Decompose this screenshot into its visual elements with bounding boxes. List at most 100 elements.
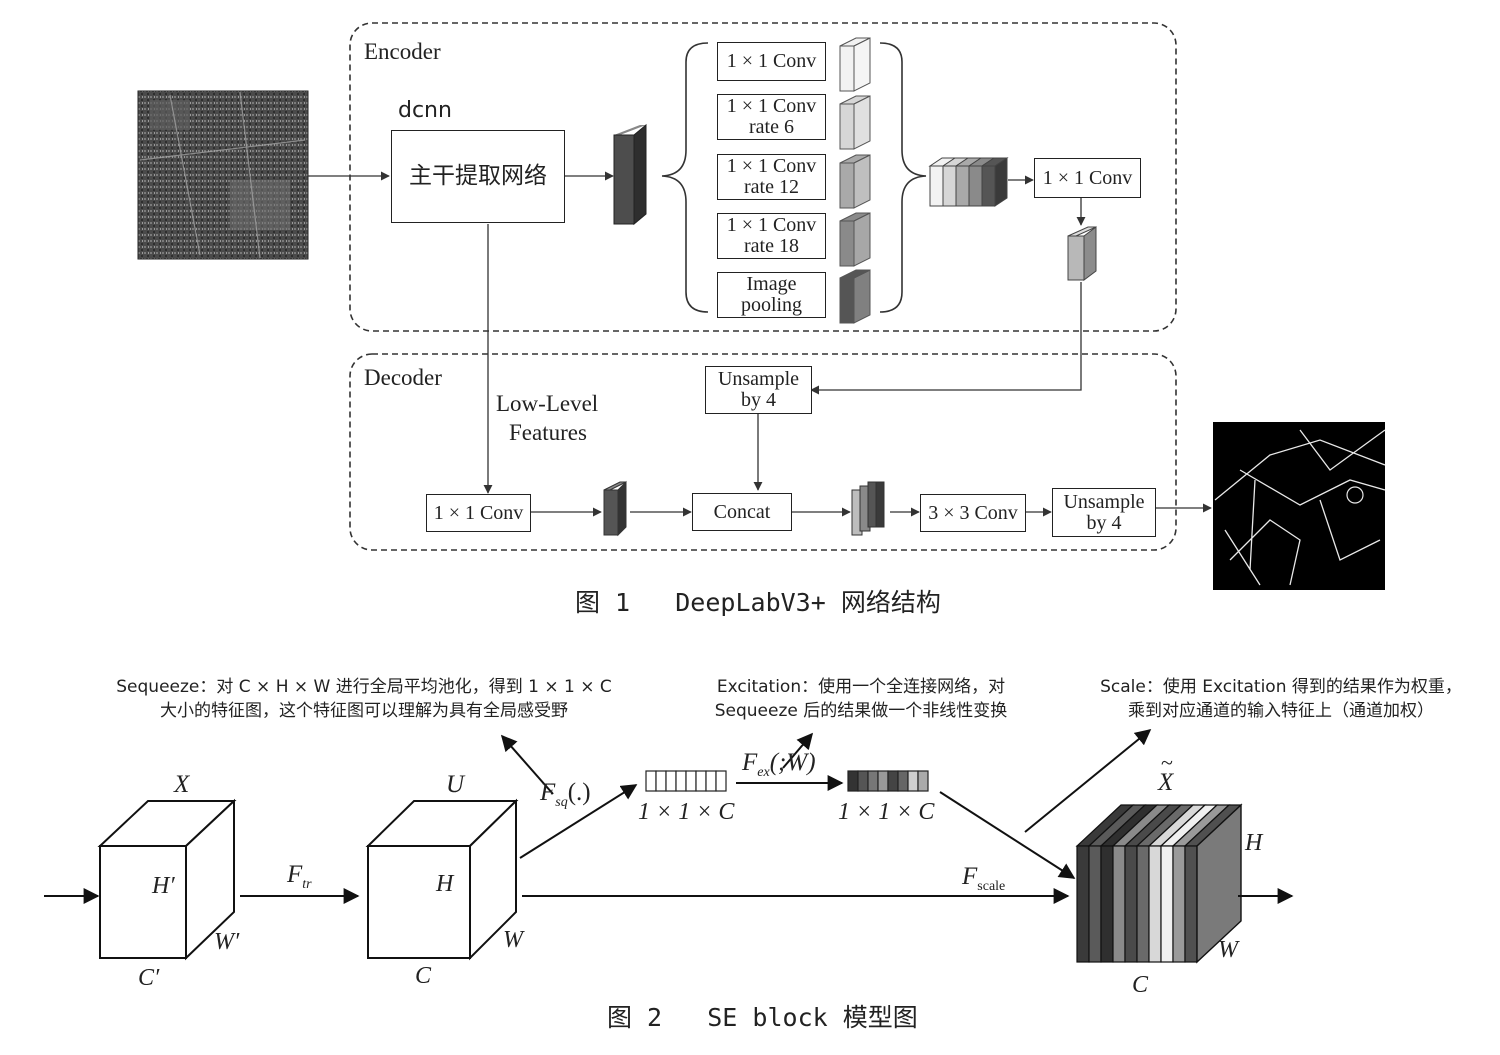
f-tr-label: Ftr xyxy=(287,862,312,892)
cube-u-w: W xyxy=(503,927,523,953)
cube-x-c: C′ xyxy=(138,965,160,991)
aspp-concat-stack xyxy=(928,157,1009,207)
excitation-note-line1: Excitation：使用一个全连接网络，对 xyxy=(716,677,1006,697)
vec1-cell-8 xyxy=(715,770,727,792)
scale-note-line1: Scale：使用 Excitation 得到的结果作为权重， xyxy=(1100,677,1462,697)
low-level-label-line2: Features xyxy=(509,420,587,445)
vec1-cell-7 xyxy=(705,770,717,792)
upsample-top-line2: by 4 xyxy=(741,389,776,411)
concat-slab-1 xyxy=(928,157,957,207)
output-cube-side xyxy=(1196,803,1242,964)
cube-out-h: H xyxy=(1245,830,1263,856)
vec1-cell-1 xyxy=(645,770,657,792)
cube-x-w: W′ xyxy=(214,929,240,955)
decoder-concat-feature xyxy=(851,481,885,536)
cube-x-name: X xyxy=(174,771,190,798)
aspp-box-3-line1: 1 × 1 Conv xyxy=(726,155,817,177)
aspp-box-5: Image pooling xyxy=(717,272,826,318)
f-sq-sub: sq xyxy=(555,795,568,810)
encoder-conv-label: 1 × 1 Conv xyxy=(1042,166,1133,189)
f-ex-base: F xyxy=(742,749,758,776)
concat-box: Concat xyxy=(692,493,792,531)
vec2-cell-3 xyxy=(867,770,879,792)
f-tr-sub: tr xyxy=(302,877,312,892)
aspp-left-brace xyxy=(661,42,709,313)
figure2-caption: 图 2 SE block 模型图 xyxy=(607,1003,918,1032)
cube-u-c: C xyxy=(415,963,432,989)
decoder-lowlevel-feature xyxy=(603,480,627,537)
vec2-label: 1 × 1 × C xyxy=(838,799,935,825)
vec2-cell-2 xyxy=(857,770,869,792)
vec2-cell-1 xyxy=(847,770,859,792)
upsample-out-line1: Unsample xyxy=(1063,490,1145,513)
decoder-region xyxy=(349,353,1177,551)
aspp-block-5 xyxy=(839,269,871,324)
upsample-out-line2: by 4 xyxy=(1086,511,1122,534)
cube-x-h: H′ xyxy=(152,873,175,899)
conv3-box: 3 × 3 Conv xyxy=(920,494,1026,532)
aspp-box-4-line2: rate 18 xyxy=(744,235,799,257)
squeeze-note-line2: 大小的特征图，这个特征图可以理解为具有全局感受野 xyxy=(160,701,568,721)
squeeze-note-line1: Sequeeze：对 C × H × W 进行全局平均池化，得到 1 × 1 ×… xyxy=(116,677,612,697)
f-scale-label: Fscale xyxy=(962,864,1005,894)
vec2-cell-8 xyxy=(917,770,929,792)
decoder-conv-label: 1 × 1 Conv xyxy=(433,501,524,524)
concat-slab-2 xyxy=(941,157,970,207)
scale-note-line2: 乘到对应通道的输入特征上（通道加权） xyxy=(1128,701,1434,721)
backbone-box: 主干提取网络 xyxy=(391,130,565,223)
excitation-note-line2: Sequeeze 后的结果做一个非线性变换 xyxy=(714,701,1008,721)
cube-out-c: C xyxy=(1132,972,1149,998)
output-slice-8 xyxy=(1159,804,1219,963)
deeplab-figure xyxy=(137,22,1386,590)
vec1-cell-5 xyxy=(685,770,697,792)
encoder-label: Encoder xyxy=(364,39,441,64)
vec1-label: 1 × 1 × C xyxy=(638,799,735,825)
backbone-label: 主干提取网络 xyxy=(409,163,547,190)
aspp-box-2: 1 × 1 Conv rate 6 xyxy=(717,94,826,140)
aspp-block-1 xyxy=(839,37,871,92)
concat-stack-side xyxy=(994,157,1008,207)
aspp-box-4-line1: 1 × 1 Conv xyxy=(726,214,817,236)
cube-out-name: X xyxy=(1158,769,1174,796)
f-ex-label: Fex(;W) xyxy=(742,750,816,780)
encoder-conv-box: 1 × 1 Conv xyxy=(1034,158,1141,198)
se-block-figure xyxy=(44,728,1294,964)
aspp-block-3 xyxy=(839,154,871,209)
f-scale-sub: scale xyxy=(977,879,1006,894)
cube-x xyxy=(97,798,237,961)
aspp-box-3-line2: rate 12 xyxy=(744,176,799,198)
concat-slab-3 xyxy=(954,157,983,207)
output-slice-6 xyxy=(1135,804,1195,963)
encoder-region xyxy=(349,22,1177,332)
encoder-output-feature xyxy=(1067,226,1097,281)
figure1-arrows xyxy=(308,171,1212,517)
cube-out-tilde: ~ xyxy=(1161,750,1173,775)
conv3-label: 3 × 3 Conv xyxy=(928,501,1018,524)
figure2-arrows xyxy=(44,728,1294,904)
aspp-block-2 xyxy=(839,95,871,150)
vec2-cell-5 xyxy=(887,770,899,792)
concat-label: Concat xyxy=(713,500,771,523)
upsample-box-top: Unsample by 4 xyxy=(705,366,812,414)
vec2-cell-6 xyxy=(897,770,909,792)
f-ex-sub: ex xyxy=(757,765,770,780)
cube-u-name: U xyxy=(446,771,465,798)
backbone-feature-map xyxy=(613,123,647,226)
aspp-right-brace xyxy=(879,42,927,313)
aspp-box-3: 1 × 1 Conv rate 12 xyxy=(717,154,826,200)
input-satellite-image xyxy=(137,90,309,260)
decoder-conv-box: 1 × 1 Conv xyxy=(426,494,531,532)
vec1-cell-2 xyxy=(655,770,667,792)
aspp-box-4: 1 × 1 Conv rate 18 xyxy=(717,213,826,259)
cube-out-w: W xyxy=(1218,937,1238,963)
cube-u-h: H xyxy=(436,871,454,897)
f-ex-args: (;W) xyxy=(769,749,816,776)
upsample-box-out: Unsample by 4 xyxy=(1052,488,1156,537)
figure1-caption: 图 1 DeepLabV3+ 网络结构 xyxy=(575,588,941,617)
low-level-label-line1: Low-Level xyxy=(496,391,599,416)
excitation-vector xyxy=(847,770,929,792)
f-scale-base: F xyxy=(962,863,978,890)
aspp-block-4 xyxy=(839,212,871,267)
vec2-cell-7 xyxy=(907,770,919,792)
